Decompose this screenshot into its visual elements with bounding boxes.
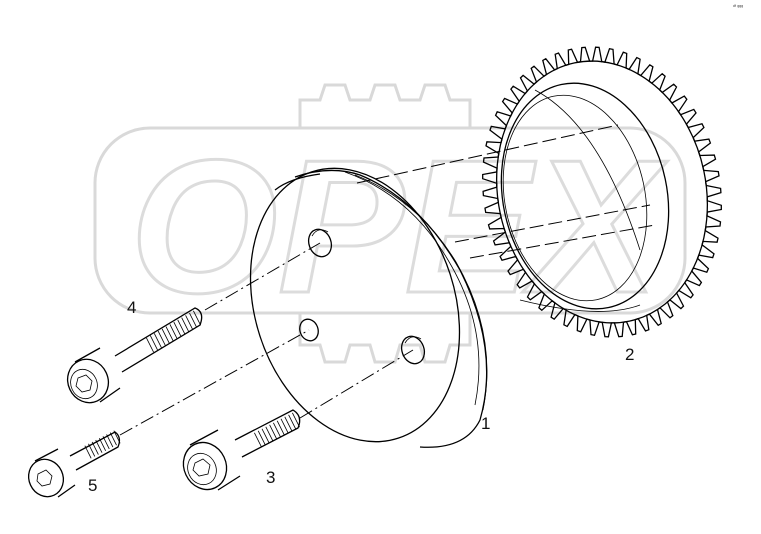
thread-line (276, 420, 285, 436)
thread-line (261, 428, 270, 444)
callout-part-5: 5 (88, 476, 98, 495)
callout-part-3: 3 (266, 468, 276, 487)
thread-line (181, 317, 190, 333)
thread-line (257, 430, 266, 446)
bolt-part-5 (27, 430, 121, 498)
thread-line (91, 441, 99, 455)
thread-line (149, 335, 158, 351)
watermark-logo: OPEX (93, 83, 687, 364)
thread-line (185, 315, 194, 330)
assembly-lines (119, 124, 656, 436)
thread-line (169, 324, 178, 339)
callout-part-1: 1 (481, 414, 491, 433)
thread-line (173, 321, 182, 337)
thread-line (106, 434, 114, 448)
watermark-text: OPEX (130, 121, 668, 333)
corner-reference-code: ᵈᶠ ᵍᵍᵍ (733, 4, 744, 10)
thread-line (98, 438, 107, 451)
thread-line (280, 418, 289, 434)
thread-line (265, 426, 274, 442)
callout-part-2: 2 (625, 345, 635, 364)
thread-line (161, 328, 170, 344)
bolt-part-4 (66, 307, 203, 404)
thread-line (254, 432, 262, 448)
thread-line (146, 337, 154, 353)
thread-line (84, 445, 92, 459)
hub-part-1 (249, 167, 488, 448)
thread-line (269, 424, 278, 440)
thread-line (109, 432, 117, 446)
thread-line (284, 416, 293, 432)
thread-line (157, 330, 166, 346)
thread-line (177, 319, 186, 335)
thread-line (288, 414, 297, 430)
thread-line (88, 443, 96, 457)
thread-line (153, 333, 162, 348)
thread-line (102, 436, 110, 450)
thread-line (95, 439, 103, 453)
thread-line (165, 326, 174, 342)
thread-line (193, 310, 201, 326)
callout-part-4: 4 (127, 298, 137, 317)
thread-line (292, 412, 300, 428)
thread-line (113, 430, 121, 444)
bolt-part-3 (182, 409, 301, 491)
gear-part-2 (482, 46, 722, 338)
thread-line (189, 312, 198, 328)
thread-line (273, 422, 281, 438)
